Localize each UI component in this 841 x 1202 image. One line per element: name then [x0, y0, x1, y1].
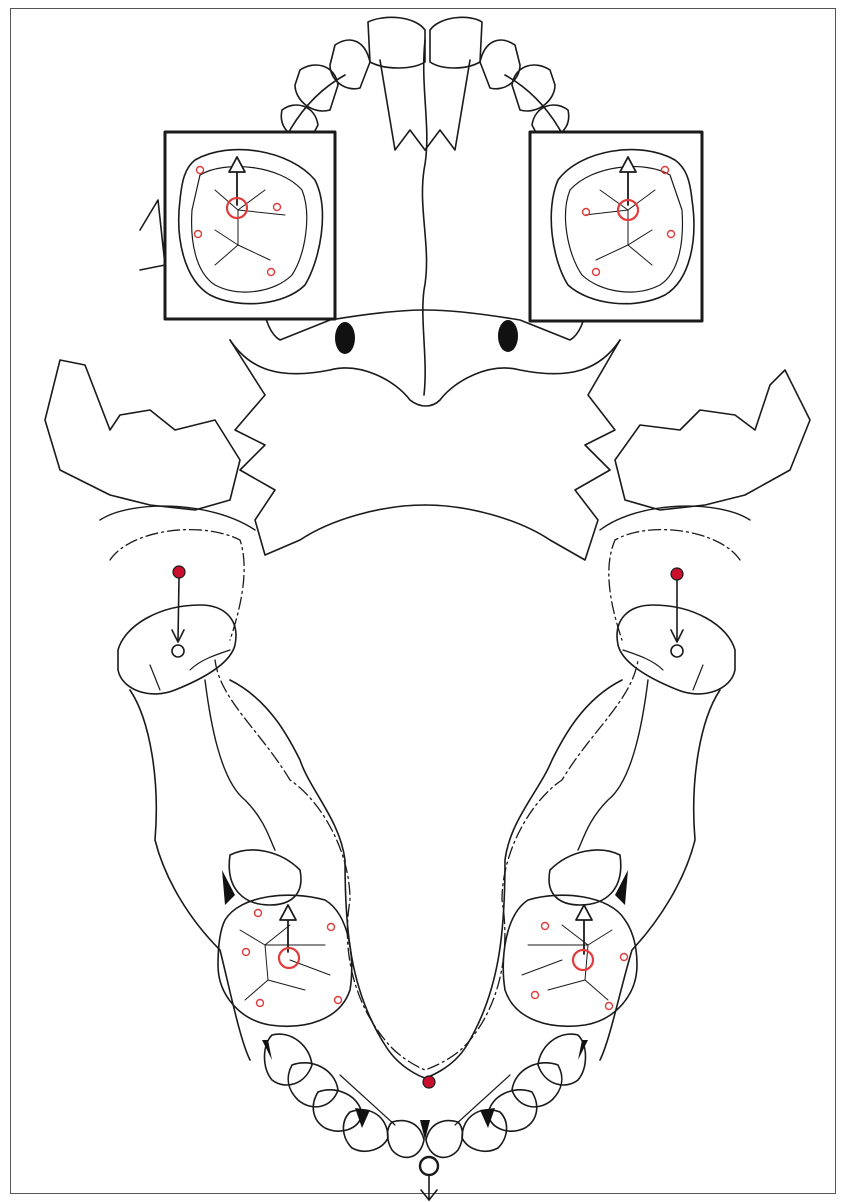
- mandible: [100, 506, 750, 1157]
- target-point-icon: [173, 566, 185, 578]
- greater-palatine-foramen-right: [498, 320, 518, 352]
- pterygoid-right: [425, 340, 620, 560]
- centric-contact-mark: [279, 948, 299, 968]
- greater-palatine-foramen-left: [335, 322, 355, 354]
- ramus-right: [600, 690, 720, 1060]
- zygomatic-right: [615, 370, 810, 510]
- articular-fossa-left: [110, 530, 244, 640]
- zygomatic-left: [45, 360, 240, 510]
- zygomatic-left-edge: [140, 200, 165, 270]
- target-point-icon: [671, 568, 683, 580]
- target-point-icon: [423, 1076, 435, 1088]
- arrow-down-icon: [178, 578, 179, 640]
- condyle-movement-right: [671, 568, 683, 657]
- inner-arch: [230, 680, 622, 1078]
- upper-molar-inset-right: [530, 132, 702, 321]
- pterygoid-left: [230, 340, 425, 555]
- palatal-suture: [422, 40, 426, 395]
- articular-fossa-right: [609, 530, 740, 640]
- lower-molar-left: [218, 895, 352, 1026]
- condyle-movement-left: [172, 566, 185, 657]
- upper-molar-inset-left: [165, 132, 335, 319]
- lower-teeth: [222, 850, 628, 1157]
- centric-contact-mark: [573, 950, 593, 970]
